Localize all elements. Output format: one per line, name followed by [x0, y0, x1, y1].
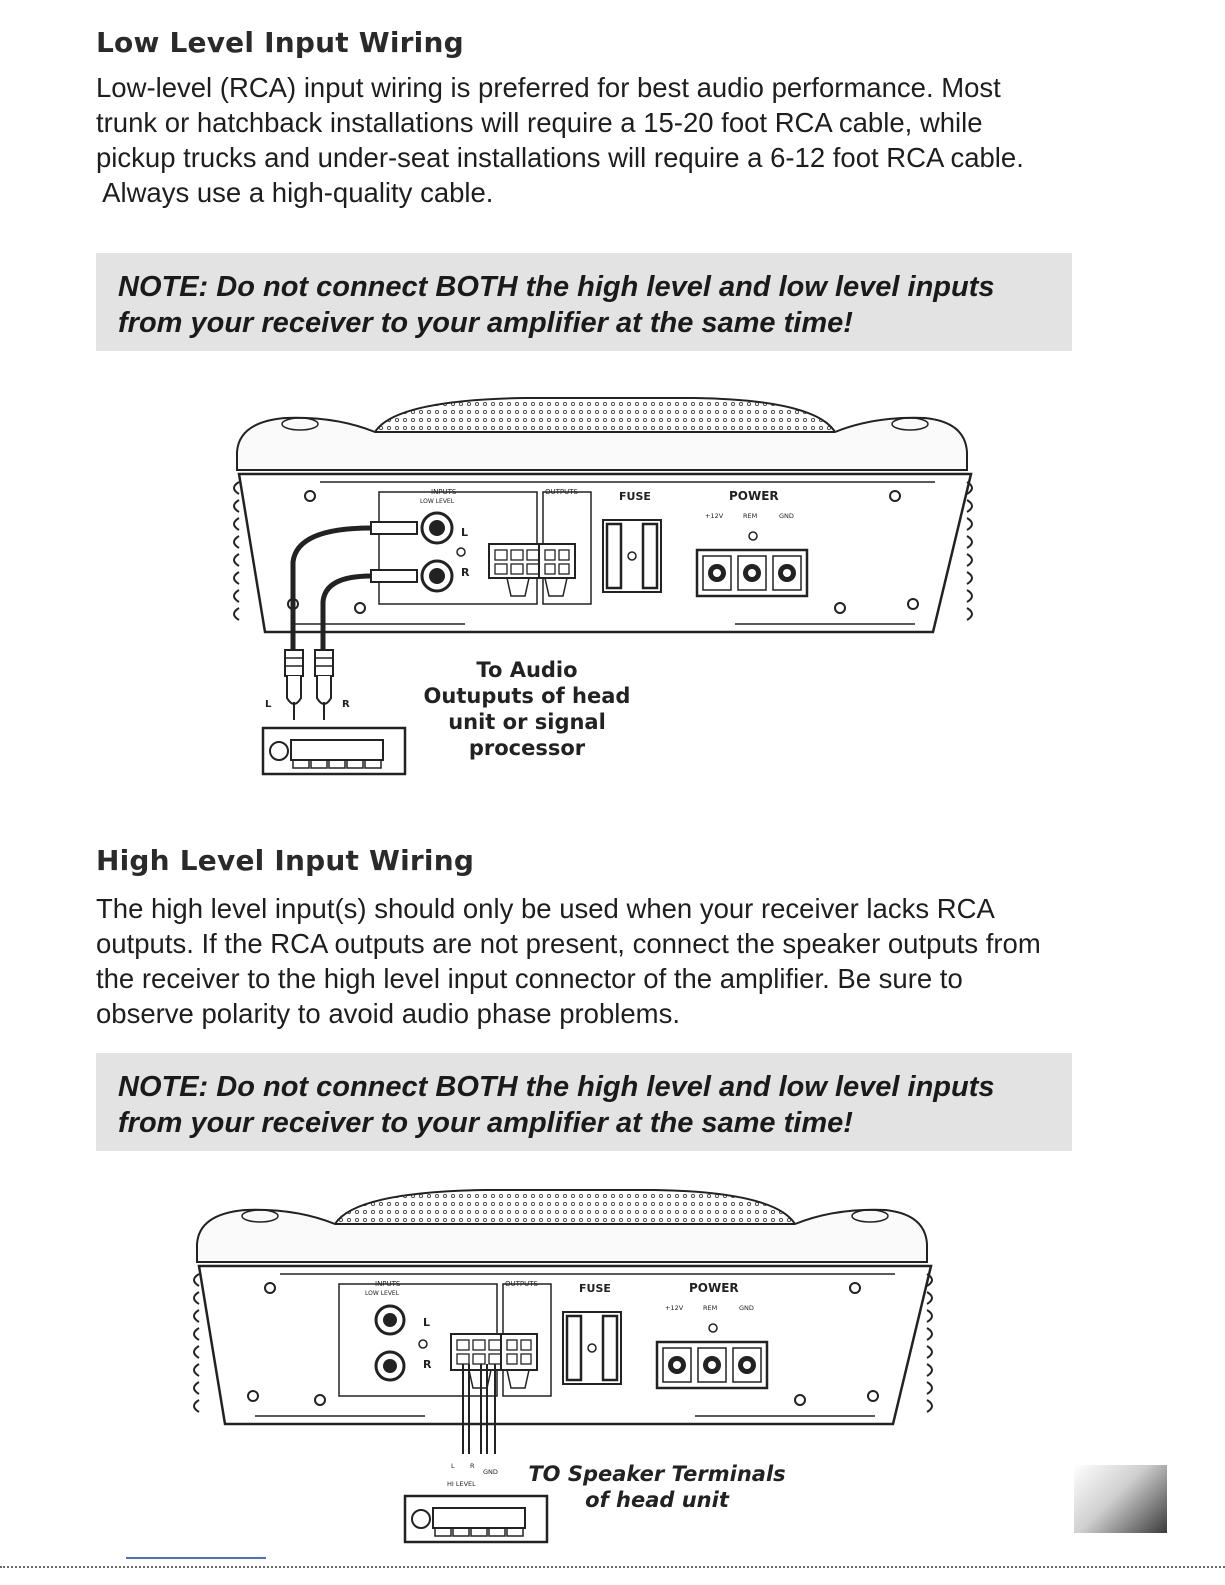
outputs-label: OUTPUTS [545, 488, 579, 496]
plus12v-label: +12V [665, 1304, 684, 1312]
high-level-heading: High Level Input Wiring [96, 844, 475, 877]
low-level-paragraph-line: Always use a high-quality cable. [96, 177, 494, 208]
high-level-paragraph-line: outputs. If the RCA outputs are not pres… [96, 928, 1041, 959]
low-level-paragraph: Low-level (RCA) input wiring is preferre… [96, 70, 1146, 210]
callout-line: TO Speaker Terminals [528, 1462, 785, 1486]
gnd-label: GND [779, 512, 794, 520]
footer-link-underline[interactable] [126, 1557, 266, 1559]
note-line: NOTE: Do not connect BOTH the high level… [118, 271, 995, 303]
hi-level-label: HI LEVEL [447, 1480, 476, 1488]
high-level-paragraph: The high level input(s) should only be u… [96, 891, 1146, 1031]
low-level-paragraph-line: pickup trucks and under-seat installatio… [96, 142, 1024, 173]
fuse-label: FUSE [579, 1282, 611, 1295]
power-label: POWER [729, 489, 779, 503]
low-level-wiring-diagram: INPUTS LOW LEVEL L R OUTPUTS [225, 392, 985, 787]
fuse-label: FUSE [619, 490, 651, 503]
plug-right-label: R [342, 699, 350, 710]
high-level-paragraph-line: The high level input(s) should only be u… [96, 893, 995, 924]
top-vent-grill [333, 1189, 797, 1225]
callout-line: processor [469, 736, 586, 760]
amplifier-front-panel [197, 1264, 933, 1426]
callout-line: of head unit [585, 1488, 730, 1512]
high-level-paragraph-line: the receiver to the high level input con… [96, 963, 963, 994]
amplifier-top-cover [196, 1208, 928, 1263]
outputs-label: OUTPUTS [505, 1280, 539, 1288]
plug-left-label: L [265, 699, 272, 710]
heat-sink-fins-right [966, 481, 973, 621]
low-level-paragraph-line: trunk or hatchback installations will re… [96, 107, 983, 138]
high-level-connector [488, 543, 546, 579]
low-level-heading: Low Level Input Wiring [96, 26, 464, 59]
head-unit-icon [403, 1494, 549, 1544]
amplifier-top-cover [236, 416, 968, 471]
jack-right-label: R [461, 566, 470, 579]
heat-sink-fins-right [926, 1273, 933, 1413]
speaker-wires [462, 1364, 496, 1454]
rem-label: REM [703, 1304, 717, 1312]
head-unit-icon [261, 726, 407, 776]
low-level-paragraph-line: Low-level (RCA) input wiring is preferre… [96, 72, 1001, 103]
high-level-note-box: NOTE: Do not connect BOTH the high level… [96, 1053, 1072, 1151]
low-level-note-box: NOTE: Do not connect BOTH the high level… [96, 253, 1072, 351]
inputs-label: INPUTS [375, 1280, 401, 1288]
rca-cable-left [290, 525, 372, 650]
gnd-label: GND [739, 1304, 754, 1312]
plus12v-label: +12V [705, 512, 724, 520]
fuse-holder [602, 519, 662, 593]
top-vent-grill [373, 397, 837, 433]
high-level-wiring-diagram: INPUTS LOW LEVEL L R OUTPUTS F [185, 1184, 945, 1549]
low-level-label: LOW LEVEL [420, 498, 455, 505]
note-line: from your receiver to your amplifier at … [118, 307, 853, 339]
jack-right-label: R [423, 1358, 432, 1371]
page-corner-shading [1074, 1465, 1167, 1533]
jack-left-label: L [461, 526, 468, 539]
power-label: POWER [689, 1281, 739, 1295]
footer-dotted-divider [0, 1566, 1225, 1568]
fuse-holder [562, 1311, 622, 1385]
high-level-paragraph-line: observe polarity to avoid audio phase pr… [96, 998, 680, 1029]
note-line: from your receiver to your amplifier at … [118, 1107, 853, 1139]
amplifier-front-panel [237, 472, 973, 634]
callout-line: Outuputs of head [424, 684, 631, 708]
wire-right-label: R [470, 1462, 475, 1470]
inputs-label: INPUTS [431, 488, 457, 496]
wire-gnd-label: GND [483, 1468, 498, 1476]
rca-cable-right [320, 573, 372, 650]
jack-left-label: L [423, 1316, 430, 1329]
callout-line: To Audio [476, 658, 577, 682]
note-line: NOTE: Do not connect BOTH the high level… [118, 1071, 995, 1103]
heat-sink-fins-left [193, 1273, 200, 1413]
rem-label: REM [743, 512, 757, 520]
low-level-label: LOW LEVEL [365, 1290, 400, 1297]
heat-sink-fins-left [233, 481, 240, 621]
callout-line: unit or signal [448, 710, 606, 734]
wire-left-label: L [451, 1462, 455, 1470]
